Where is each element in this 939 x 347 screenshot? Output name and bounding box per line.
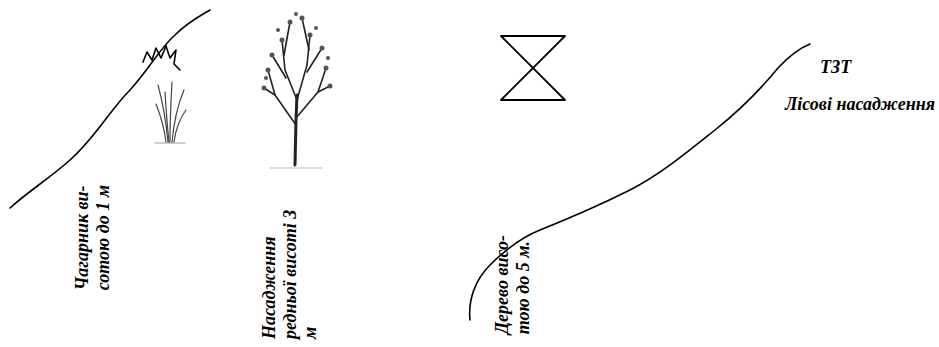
sign-caption: Насадження редньої висоті 3 м (259, 197, 321, 339)
bush-symbol (143, 46, 180, 70)
tree-symbol (501, 36, 565, 100)
sign-caption: Чагарник ви- сотою до 1 м (71, 166, 112, 291)
sign-caption: Дерево висо- тою до 5 м. (491, 210, 532, 335)
contour-line (10, 10, 210, 208)
tree-foliage (262, 12, 333, 91)
sign-code: ТЗТ (820, 57, 851, 78)
tree-icon (264, 18, 330, 168)
sign-caption: Лісові насадження (785, 94, 935, 115)
shrub-icon (155, 82, 186, 143)
